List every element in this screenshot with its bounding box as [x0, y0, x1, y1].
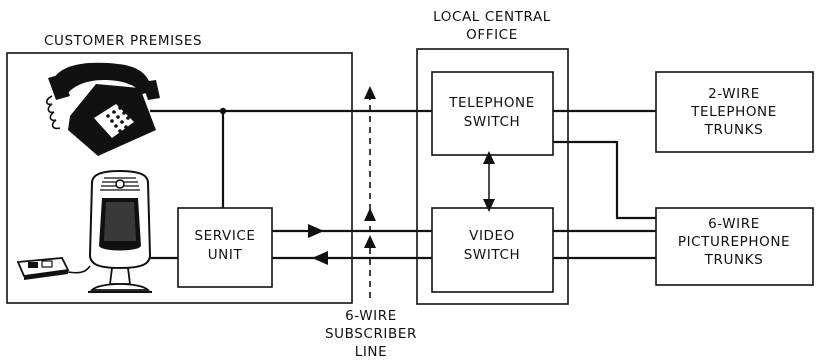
telephone-to-picturephone-trunk-line: [553, 140, 656, 220]
keypad-control-icon: [16, 257, 91, 280]
telephone-trunks-label-line2: TELEPHONE: [690, 104, 777, 120]
telephone-switch-box: [431, 71, 554, 156]
desk-telephone-icon: [45, 62, 160, 156]
picturephone-trunks-label-line1: 6-WIRE: [708, 216, 760, 232]
arrow-right-icon: [308, 224, 324, 238]
picturephone-trunks-box: [655, 207, 814, 286]
central-office-label-line1: LOCAL CENTRAL: [433, 9, 551, 25]
video-switch-label-line1: VIDEO: [469, 228, 515, 244]
dashed-arrow-low-icon: [364, 235, 376, 248]
dashed-arrow-mid-icon: [364, 208, 376, 221]
picturephone-terminal-icon: [88, 169, 152, 293]
service-unit-box: [177, 207, 273, 288]
dashed-arrow-top-icon: [364, 86, 376, 99]
video-switch-label-line2: SWITCH: [464, 247, 521, 263]
service-unit-label-line1: SERVICE: [194, 228, 255, 244]
service-unit-label-line2: UNIT: [208, 247, 243, 263]
arrow-down-icon: [483, 199, 495, 212]
customer-premises-box: [6, 52, 353, 304]
subscriber-line-label-line2: SUBSCRIBER: [325, 326, 417, 342]
arrow-up-icon: [483, 151, 495, 164]
telephone-trunks-label-line1: 2-WIRE: [708, 86, 760, 102]
picturephone-trunks-label-line2: PICTUREPHONE: [678, 234, 790, 250]
picturephone-trunks-label-line3: TRUNKS: [704, 252, 764, 268]
central-office-label-line2: OFFICE: [466, 27, 518, 43]
telephone-trunks-label-line3: TRUNKS: [704, 122, 764, 138]
subscriber-line-label-line3: LINE: [355, 344, 388, 360]
telephone-switch-label-line2: SWITCH: [464, 114, 521, 130]
telephone-switch-label-line1: TELEPHONE: [448, 95, 535, 111]
arrow-left-icon: [312, 251, 328, 265]
central-office-box: [416, 48, 569, 305]
video-switch-box: [431, 207, 554, 293]
subscriber-line-label-line1: 6-WIRE: [345, 308, 397, 324]
customer-premises-label: CUSTOMER PREMISES: [44, 33, 202, 49]
